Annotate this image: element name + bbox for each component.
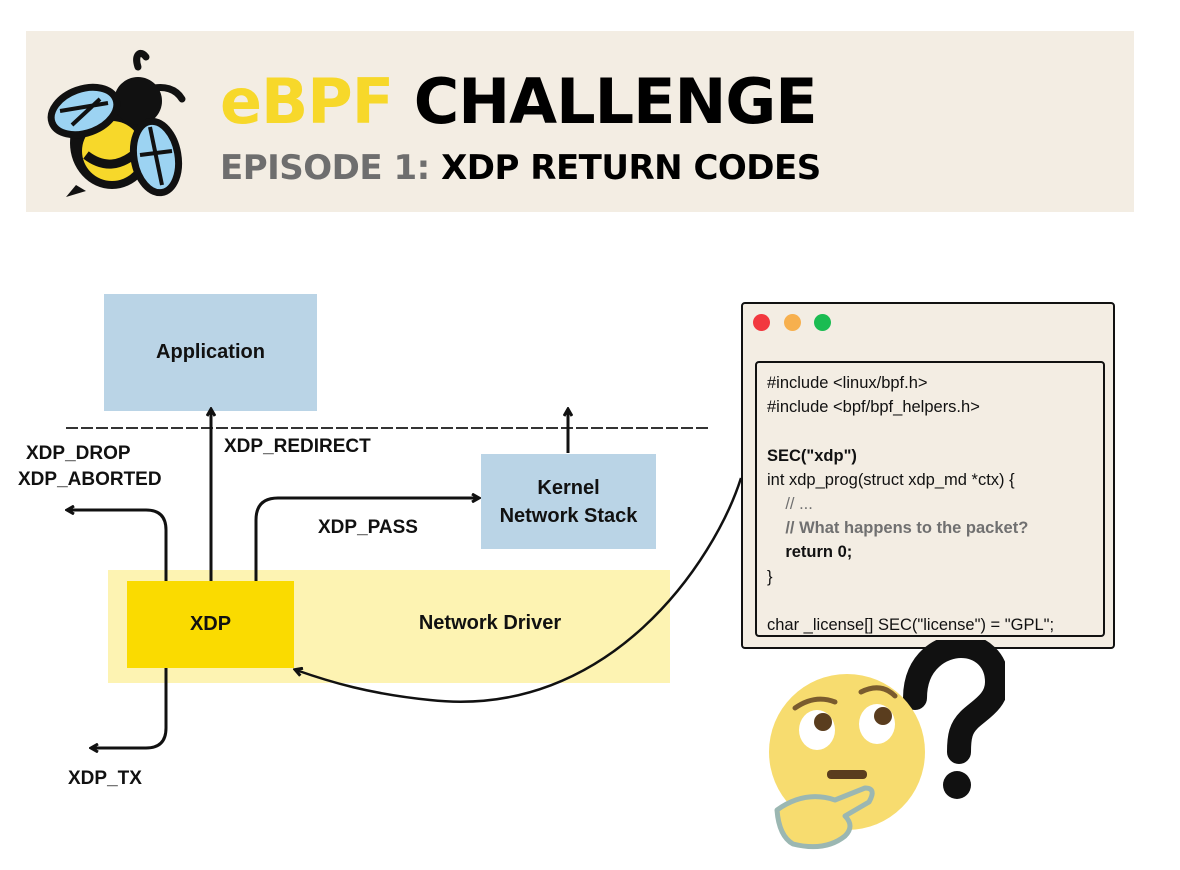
- code-line: return 0;: [767, 543, 853, 562]
- application-label: Application: [156, 341, 265, 363]
- page-subtitle: EPISODE 1: XDP RETURN CODES: [220, 148, 821, 188]
- code-to-xdp-curve: [296, 477, 743, 703]
- kernel-label-line2: Network Stack: [499, 504, 638, 527]
- bee-logo-icon: [47, 49, 186, 197]
- code-line: [767, 589, 1093, 613]
- window-maximize-dot-icon: [814, 314, 831, 331]
- question-mark-icon: [903, 640, 1005, 799]
- header-banner: [26, 31, 1134, 212]
- code-line: int xdp_prog(struct xdp_md *ctx) {: [767, 470, 1015, 489]
- code-line: }: [767, 567, 773, 586]
- window-minimize-dot-icon: [784, 314, 801, 331]
- xdp-box: XDP: [127, 581, 294, 668]
- subtitle-episode: EPISODE 1:: [220, 148, 430, 188]
- thinking-face-icon: [769, 674, 925, 850]
- title-challenge: CHALLENGE: [413, 65, 818, 138]
- page-title: eBPF CHALLENGE: [220, 65, 818, 138]
- code-window: #include <linux/bpf.h> #include <bpf/bpf…: [741, 302, 1115, 649]
- label-xdp-aborted: XDP_ABORTED: [18, 469, 162, 490]
- title-ebpf: eBPF: [220, 65, 394, 138]
- code-line: // ...: [767, 494, 813, 513]
- application-box: Application: [104, 294, 317, 411]
- code-line: // What happens to the packet?: [767, 519, 1029, 538]
- xdp-label: XDP: [189, 613, 232, 635]
- thinking-emoji: [769, 640, 1005, 850]
- code-line: #include <linux/bpf.h>: [767, 374, 928, 392]
- tx-arrow: [92, 668, 168, 748]
- window-close-dot-icon: [753, 314, 770, 331]
- label-xdp-tx: XDP_TX: [68, 768, 142, 789]
- kernel-network-stack-box: Kernel Network Stack: [481, 454, 656, 549]
- subtitle-topic: XDP RETURN CODES: [441, 148, 821, 188]
- label-xdp-drop: XDP_DROP: [26, 443, 131, 464]
- kernel-label-line1: Kernel: [537, 476, 600, 499]
- code-line: SEC("xdp"): [767, 446, 857, 465]
- pass-arrow: [254, 498, 478, 581]
- drop-arrow: [68, 510, 168, 581]
- code-line: char _license[] SEC("license") = "GPL";: [767, 615, 1055, 634]
- code-panel: #include <linux/bpf.h> #include <bpf/bpf…: [755, 361, 1105, 637]
- label-xdp-pass: XDP_PASS: [318, 517, 418, 538]
- network-driver-label: Network Driver: [418, 612, 562, 634]
- label-xdp-redirect: XDP_REDIRECT: [224, 436, 371, 457]
- code-line: [767, 419, 1093, 443]
- code-line: #include <bpf/bpf_helpers.h>: [767, 398, 980, 417]
